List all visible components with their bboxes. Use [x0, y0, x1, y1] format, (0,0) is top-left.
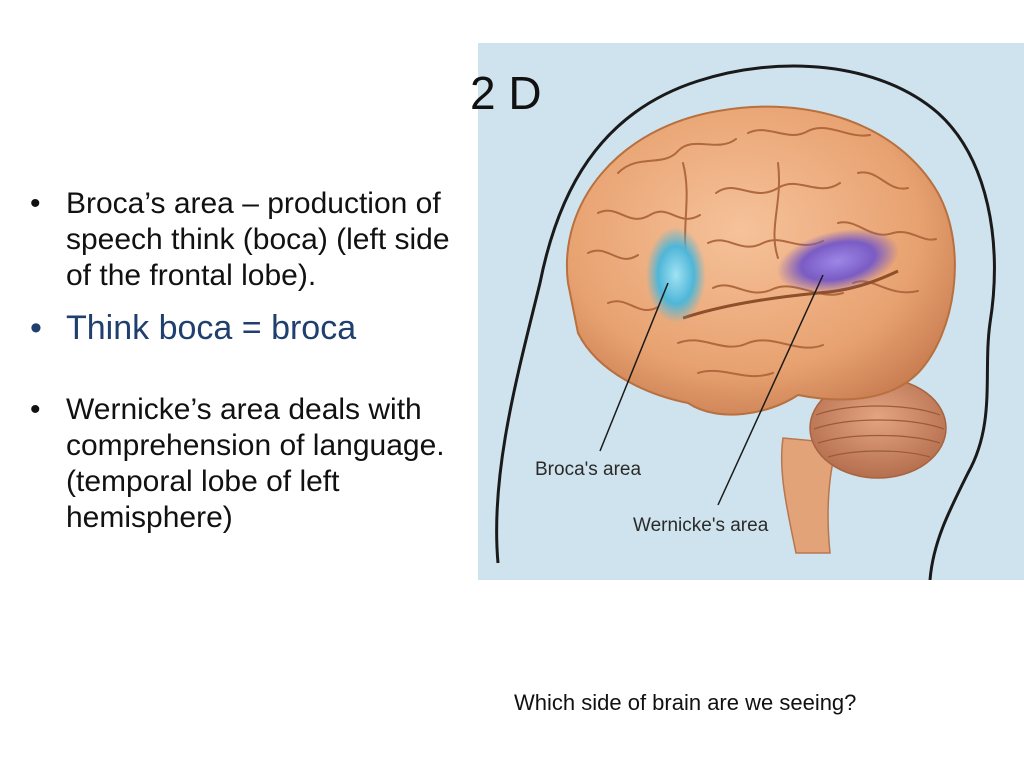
bullet-broca-area: • Broca’s area – production of speech th… — [28, 186, 478, 294]
slide-title: 2 D — [470, 67, 542, 119]
bullet-marker: • — [30, 187, 41, 220]
wernicke-highlight — [777, 228, 899, 294]
brain-stem — [780, 437, 840, 554]
broca-label: Broca's area — [535, 459, 642, 480]
bullet-list: • Broca’s area – production of speech th… — [28, 186, 478, 536]
cerebrum — [565, 105, 956, 416]
wernicke-leader-line — [717, 274, 824, 506]
brain-diagram: Broca's area Wernicke's area — [495, 64, 996, 580]
wernicke-label: Wernicke's area — [633, 515, 769, 536]
question-caption: Which side of brain are we seeing? — [514, 690, 857, 715]
bullet-mnemonic: • Think boca = broca — [28, 308, 478, 348]
bullet-text: Broca’s area – production of speech thin… — [66, 187, 450, 292]
cerebellum-folds — [813, 405, 945, 458]
broca-highlight — [646, 227, 706, 323]
brain-illustration: Broca's area Wernicke's area — [478, 43, 1024, 580]
head-outline — [495, 64, 996, 580]
broca-leader-line — [599, 282, 669, 452]
bullet-marker: • — [30, 309, 42, 347]
bullet-text: Wernicke’s area deals with comprehension… — [66, 393, 445, 534]
bullet-marker: • — [30, 393, 41, 426]
bullet-text: Think boca = broca — [66, 309, 357, 347]
bullet-wernicke-area: • Wernicke’s area deals with comprehensi… — [28, 392, 478, 536]
